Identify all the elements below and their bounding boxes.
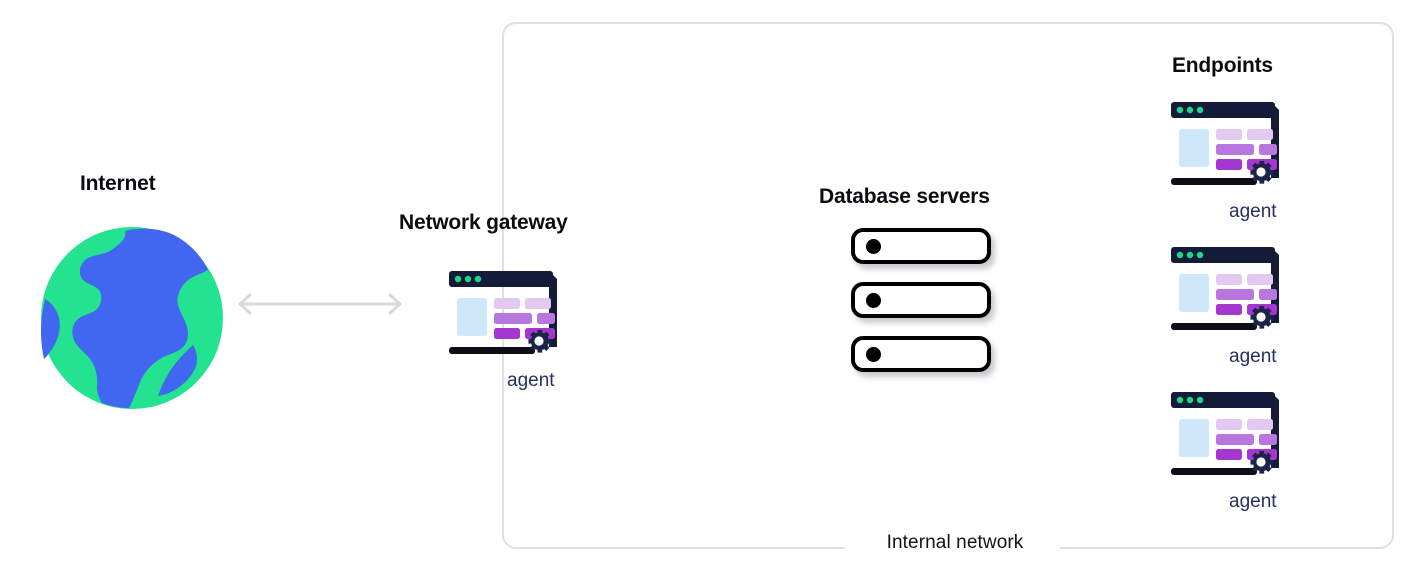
database-server-unit[interactable] [851,282,991,318]
node-endpoint-2[interactable]: agent [1163,239,1317,379]
agent-window-icon [441,263,573,368]
heading-network-gateway: Network gateway [399,211,568,234]
server-indicator-dot [866,347,881,362]
database-server-icon[interactable] [851,228,1001,373]
agent-window-icon [1163,94,1295,199]
agent-label: agent [507,370,555,391]
server-indicator-dot [866,239,881,254]
database-server-unit[interactable] [851,336,991,372]
agent-label: agent [1229,346,1277,367]
node-network-gateway[interactable]: agent [441,263,595,403]
agent-label: agent [1229,201,1277,222]
server-indicator-dot [866,293,881,308]
agent-label: agent [1229,491,1277,512]
node-endpoint-1[interactable]: agent [1163,94,1317,234]
internal-network-label-gap [845,534,1060,550]
heading-internet: Internet [80,172,156,195]
internal-network-label: Internal network [886,532,1024,553]
agent-window-icon [1163,239,1295,344]
heading-endpoints: Endpoints [1172,54,1273,77]
connection-internet-gateway [234,288,406,320]
heading-database-servers: Database servers [819,185,990,208]
node-endpoint-3[interactable]: agent [1163,384,1317,524]
agent-window-icon [1163,384,1295,489]
database-server-unit[interactable] [851,228,991,264]
globe-icon [40,227,223,409]
